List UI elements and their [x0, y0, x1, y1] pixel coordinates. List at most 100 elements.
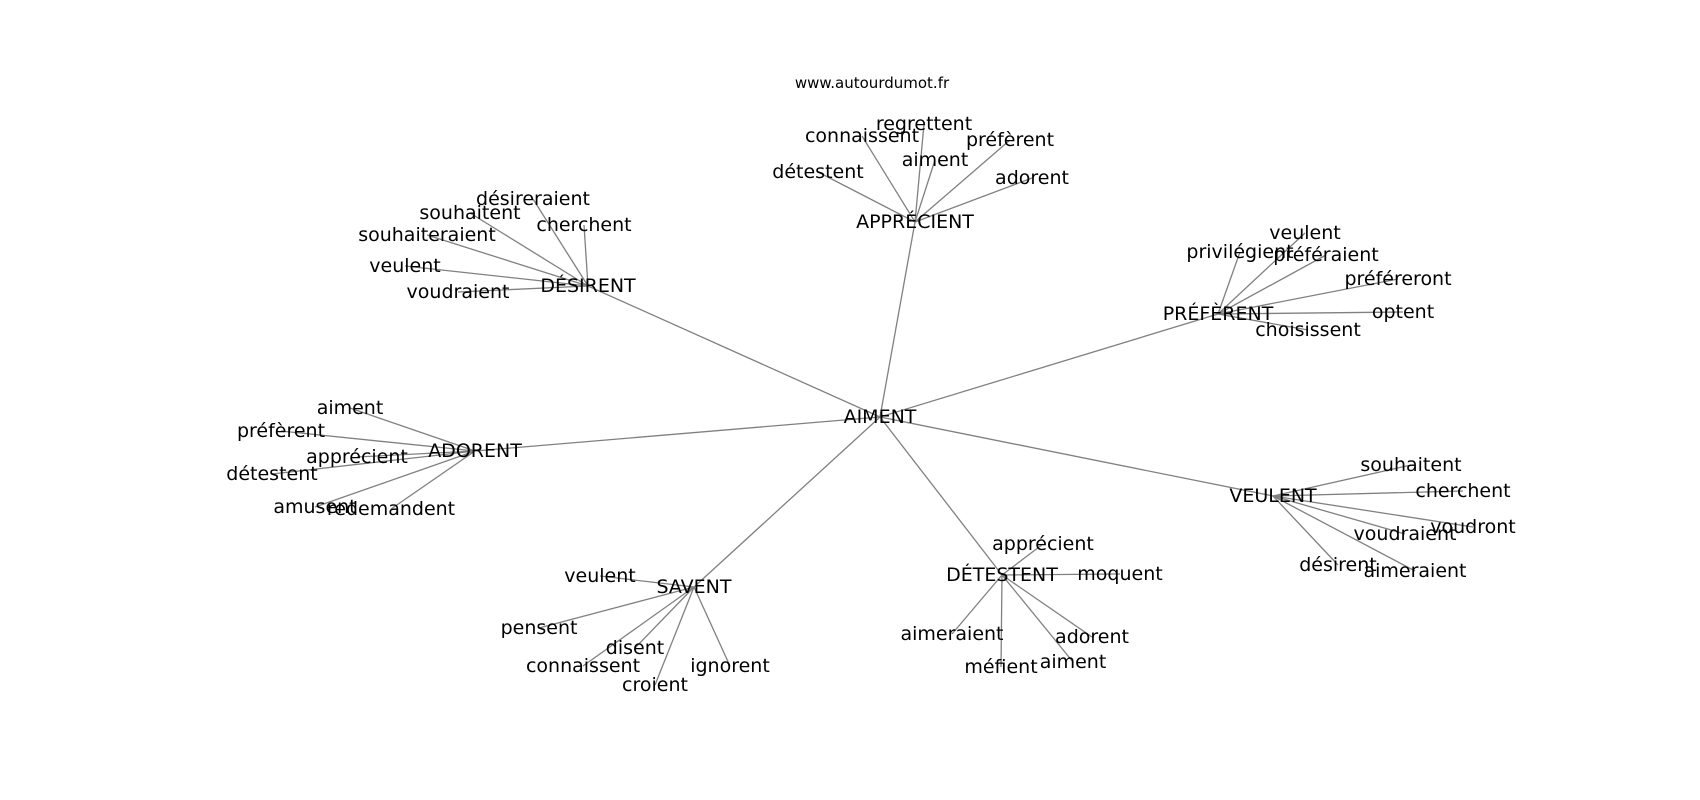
edge-hub-leaf	[1272, 495, 1339, 566]
leaf-node-label[interactable]: veulent	[369, 255, 440, 277]
leaf-node-label[interactable]: adorent	[1055, 626, 1129, 648]
center-node-label[interactable]: AIMENT	[844, 406, 917, 428]
leaf-node-label[interactable]: méfient	[964, 656, 1037, 678]
leaf-node-label[interactable]: détestent	[772, 161, 863, 183]
leaf-node-label[interactable]: voudront	[1430, 516, 1515, 538]
leaf-node-label[interactable]: privilégient	[1186, 241, 1293, 263]
leaf-node-label[interactable]: redemandent	[327, 498, 455, 520]
edge-hub-leaf	[404, 265, 589, 287]
edge-hub-leaf	[1217, 232, 1306, 315]
edge-hub-leaf	[861, 135, 916, 223]
edge-hub-leaf	[1272, 490, 1464, 497]
edge-center-hub	[474, 416, 881, 452]
edge-hub-leaf	[1272, 495, 1474, 528]
leaf-node-label[interactable]: moquent	[1077, 563, 1162, 585]
edge-hub-leaf	[356, 450, 476, 458]
edge-hub-leaf	[538, 586, 695, 629]
leaf-node-label[interactable]: cherchent	[536, 214, 631, 236]
edge-hub-leaf	[1001, 574, 1093, 638]
edge-hub-leaf	[1272, 495, 1406, 535]
edge-hub-leaf	[349, 407, 476, 452]
leaf-node-label[interactable]: désireraient	[476, 188, 590, 210]
edge-hub-leaf	[532, 198, 589, 287]
edge-hub-leaf	[1272, 495, 1416, 572]
edge-hub-leaf	[914, 177, 1033, 223]
leaf-node-label[interactable]: cherchent	[1415, 480, 1510, 502]
edge-hub-leaf	[271, 450, 476, 475]
leaf-node-label[interactable]: optent	[1372, 301, 1434, 323]
leaf-node-label[interactable]: aimeraient	[1363, 560, 1466, 582]
leaf-node-label[interactable]: détestent	[226, 463, 317, 485]
leaf-node-label[interactable]: aimeraient	[900, 623, 1003, 645]
edge-center-hub	[587, 285, 881, 418]
edge-hub-leaf	[469, 212, 589, 287]
leaf-node-label[interactable]: souhaiteraient	[358, 224, 496, 246]
leaf-node-label[interactable]: veulent	[564, 565, 635, 587]
leaf-node-label[interactable]: aiment	[902, 149, 969, 171]
leaf-node-label[interactable]: voudraient	[407, 281, 510, 303]
edge-hub-leaf	[914, 139, 1011, 223]
edge-hub-leaf	[634, 586, 695, 649]
edge-hub-leaf	[1001, 573, 1121, 576]
leaf-node-label[interactable]: préfèrent	[237, 420, 325, 442]
edge-center-hub	[879, 313, 1219, 418]
edge-hub-leaf	[599, 575, 695, 588]
edge-center-hub	[879, 416, 1003, 576]
hub-node-label[interactable]: DÉSIRENT	[540, 274, 636, 297]
leaf-node-label[interactable]: aiment	[1040, 651, 1107, 673]
leaf-node-label[interactable]: souhaitent	[1360, 454, 1461, 476]
hub-node-label[interactable]: APPRÉCIENT	[856, 210, 974, 233]
hub-node-label[interactable]: ADORENT	[428, 440, 522, 462]
edge-hub-leaf	[654, 586, 695, 686]
edge-hub-leaf	[1217, 278, 1399, 315]
edge-center-hub	[879, 416, 1274, 497]
leaf-node-label[interactable]: apprécient	[992, 533, 1094, 555]
watermark: www.autourdumot.fr	[795, 74, 950, 92]
edge-hub-leaf	[693, 586, 731, 667]
edge-hub-leaf	[1217, 313, 1309, 331]
leaf-node-label[interactable]: regrettent	[876, 113, 972, 135]
hub-node-label[interactable]: PRÉFÈRENT	[1163, 302, 1274, 325]
edge-hub-leaf	[1217, 251, 1241, 315]
edge-hub-leaf	[1272, 464, 1412, 497]
edge-hub-leaf	[583, 224, 589, 287]
edges	[271, 123, 1474, 686]
edge-center-hub	[879, 221, 916, 418]
edge-hub-leaf	[280, 430, 476, 452]
leaf-node-label[interactable]: connaissent	[805, 125, 919, 147]
leaf-node-label[interactable]: apprécient	[306, 446, 408, 468]
leaf-node-label[interactable]: préféraient	[1273, 244, 1378, 266]
edge-hub-leaf	[1001, 543, 1044, 576]
edge-hub-leaf	[390, 450, 476, 510]
leaf-node-label[interactable]: connaissent	[526, 655, 640, 677]
leaf-node-label[interactable]: voudraient	[1354, 523, 1457, 545]
edge-hub-leaf	[582, 586, 695, 667]
leaf-node-label[interactable]: désirent	[1299, 554, 1377, 576]
leaf-node-label[interactable]: veulent	[1269, 222, 1340, 244]
hub-node-label[interactable]: DÉTESTENT	[946, 563, 1058, 586]
edge-hub-leaf	[1217, 311, 1404, 315]
leaf-node-label[interactable]: pensent	[501, 617, 578, 639]
edge-hub-leaf	[817, 171, 916, 223]
leaf-node-label[interactable]: amusent	[273, 496, 356, 518]
edge-hub-leaf	[314, 450, 476, 508]
leaf-node-label[interactable]: adorent	[995, 167, 1069, 189]
leaf-node-label[interactable]: ignorent	[690, 655, 770, 677]
edge-hub-leaf	[1001, 574, 1074, 663]
hub-node-label[interactable]: SAVENT	[656, 576, 731, 598]
leaf-node-label[interactable]: croient	[622, 674, 688, 696]
leaf-node-label[interactable]: souhaitent	[419, 202, 520, 224]
leaf-node-label[interactable]: disent	[606, 637, 664, 659]
edge-hub-leaf	[426, 234, 589, 287]
edge-hub-leaf	[1217, 254, 1327, 315]
edge-hub-leaf	[951, 574, 1003, 635]
edge-hub-leaf	[1000, 574, 1003, 668]
edge-hub-leaf	[914, 159, 936, 223]
hub-node-label[interactable]: VEULENT	[1229, 485, 1317, 507]
leaf-node-label[interactable]: aiment	[317, 397, 384, 419]
leaf-node-label[interactable]: préfèrent	[966, 129, 1054, 151]
leaf-node-label[interactable]: choisissent	[1255, 319, 1361, 341]
leaf-node-label[interactable]: préféreront	[1344, 268, 1451, 290]
